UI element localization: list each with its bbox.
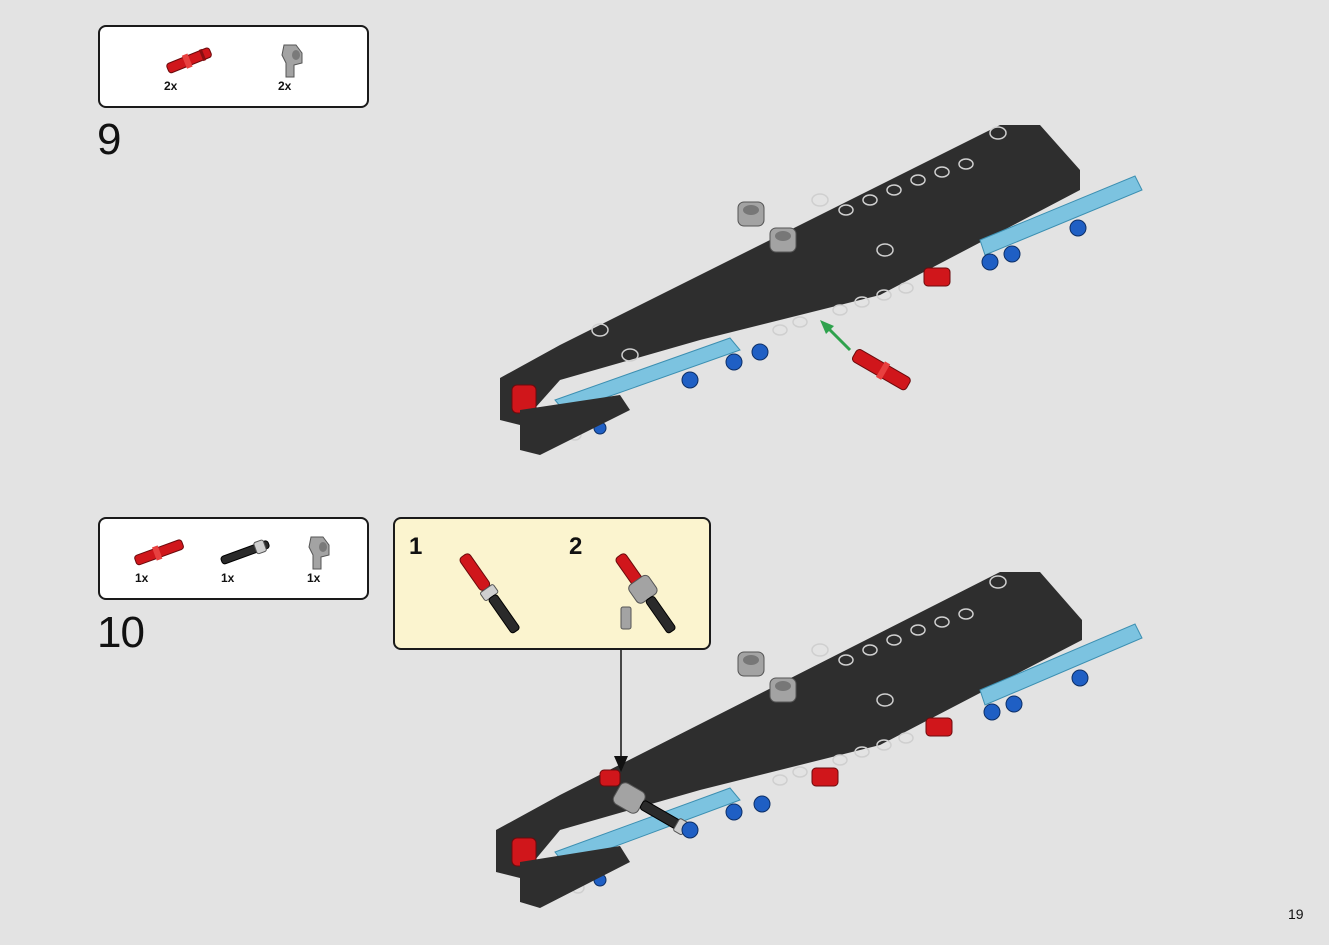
substep-number: 1: [409, 533, 423, 560]
black-axle-pin-icon: [220, 539, 270, 565]
red-pin-icon: [134, 539, 184, 566]
step10-parts-list: 1x 1x 1x: [98, 517, 369, 600]
substep1-illustration: [459, 553, 520, 634]
gray-angle-connector-icon: [281, 44, 303, 78]
substep-number: 2: [569, 533, 583, 560]
substep2-illustration: [615, 553, 676, 634]
part-qty: 2x: [164, 79, 178, 93]
part-qty: 1x: [221, 571, 235, 585]
part-qty: 2x: [278, 79, 292, 93]
step-number: 9: [97, 115, 122, 164]
step-number: 10: [97, 608, 145, 657]
part-qty: 1x: [307, 571, 321, 585]
red-pin-icon: [166, 47, 212, 74]
page-number: 19: [1288, 906, 1304, 922]
subassembly-callout: 1 2: [393, 517, 711, 650]
gray-angle-connector-icon: [308, 536, 330, 570]
step9-parts-list: 2x 2x: [98, 25, 369, 108]
part-qty: 1x: [135, 571, 149, 585]
